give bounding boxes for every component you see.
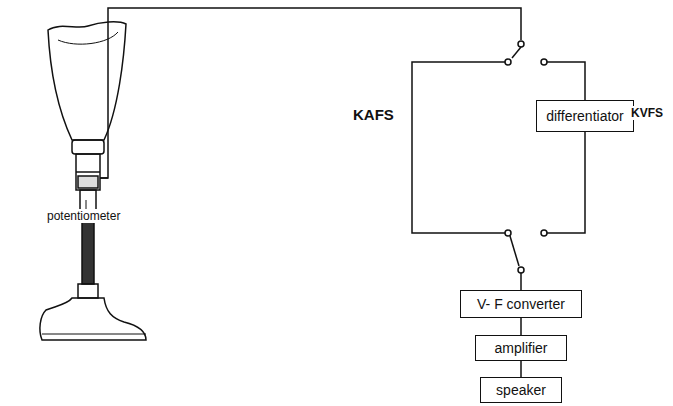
part-label: potentiometer (46, 209, 121, 223)
switch-label: KAFS (352, 106, 395, 123)
speaker-box: speaker (480, 377, 562, 403)
differentiator-box: differentiator (536, 100, 634, 132)
connector-line (520, 318, 522, 335)
switch-label: KVFS (630, 106, 664, 120)
connector-line (520, 361, 522, 377)
amplifier-box: amplifier (475, 335, 567, 361)
box-text: V- F converter (471, 296, 571, 312)
box-text: amplifier (489, 340, 554, 356)
converter-box: V- F converter (460, 290, 582, 318)
socket (48, 22, 126, 140)
box-text: speaker (490, 382, 552, 398)
box-text: differentiator (540, 108, 630, 124)
